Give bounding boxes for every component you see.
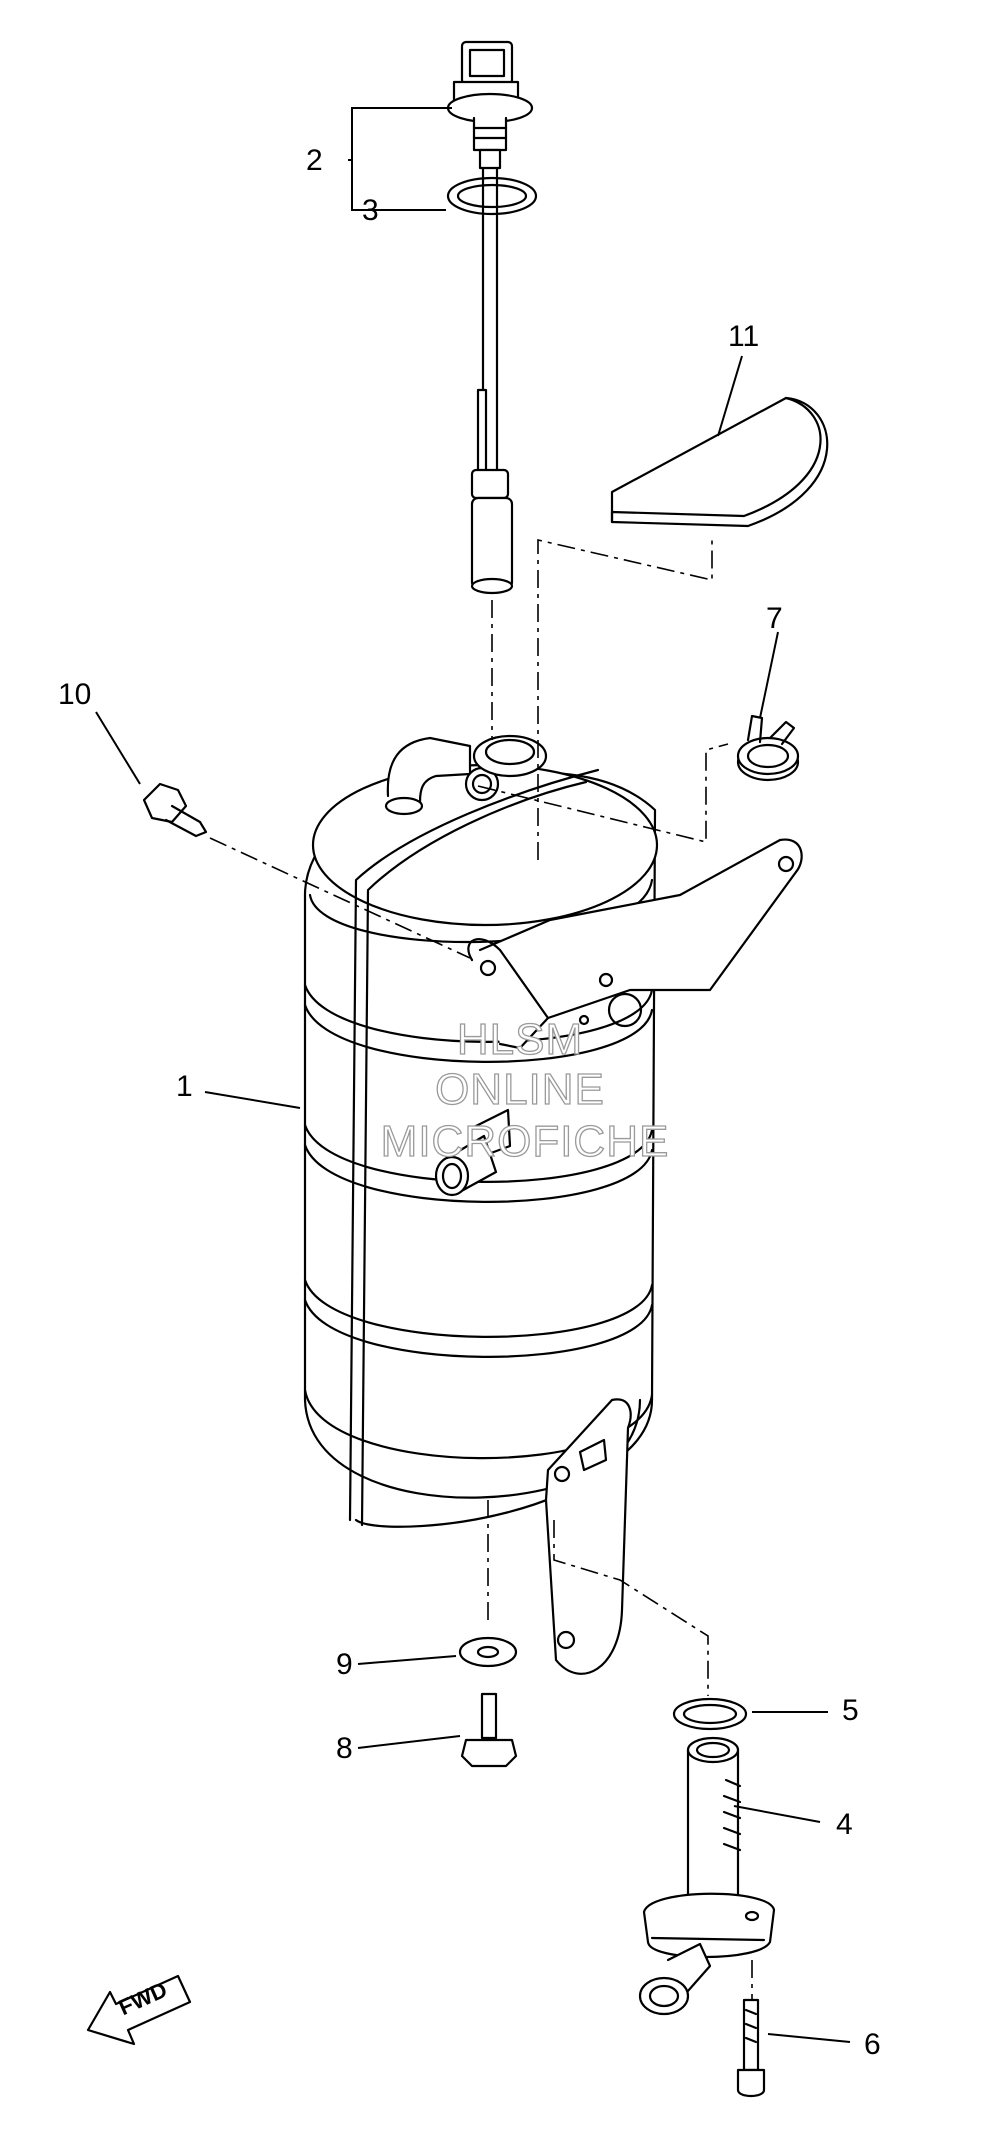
pipe-fitting-4 <box>638 1736 776 2016</box>
callout-7: 7 <box>766 602 783 635</box>
washer-9 <box>458 1636 518 1668</box>
fwd-arrow <box>86 1974 192 2046</box>
tank-body <box>303 734 803 1675</box>
watermark-line-2: ONLINE <box>434 1065 605 1114</box>
callout-2: 2 <box>306 144 323 177</box>
o-ring-5 <box>672 1697 748 1731</box>
callout-8: 8 <box>336 1732 353 1765</box>
watermark-line-1: HLSM <box>456 1015 584 1064</box>
watermark-line-3: MICROFICHE <box>380 1117 670 1166</box>
callout-3: 3 <box>362 194 379 227</box>
sensor-assembly <box>446 40 534 595</box>
assembly-lines <box>209 538 753 2000</box>
cover-plate <box>610 396 829 528</box>
hose-clamp <box>736 714 800 782</box>
callout-4: 4 <box>836 1808 853 1841</box>
callout-5: 5 <box>842 1694 859 1727</box>
bolt-8 <box>460 1692 518 1768</box>
o-ring <box>446 176 538 216</box>
callout-9: 9 <box>336 1648 353 1681</box>
callout-1: 1 <box>176 1070 193 1103</box>
leader-lines <box>95 107 851 2043</box>
screw-6 <box>736 1998 766 2098</box>
callout-6: 6 <box>864 2028 881 2061</box>
bolt-10 <box>142 782 208 838</box>
callout-11: 11 <box>728 320 760 353</box>
callout-10: 10 <box>58 678 92 711</box>
